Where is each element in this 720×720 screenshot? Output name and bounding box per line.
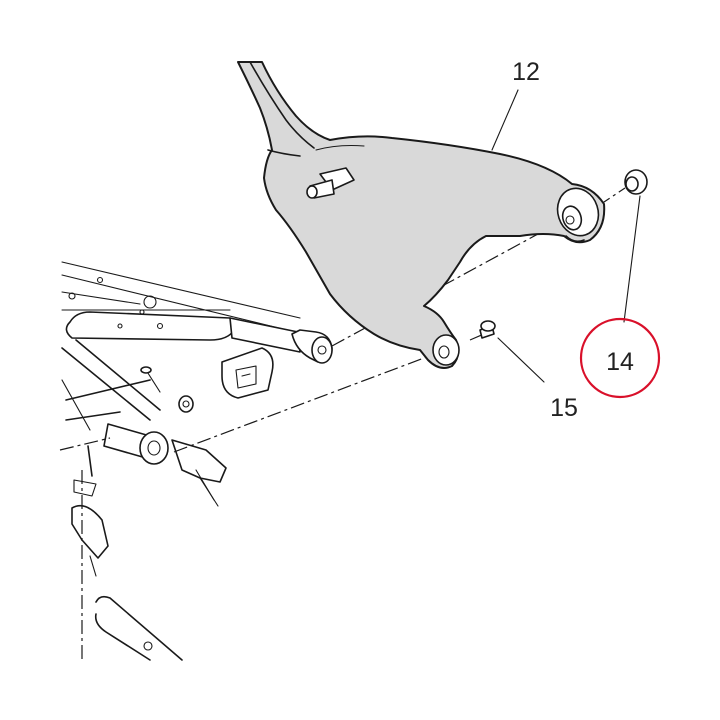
callout-14: 14 (606, 348, 634, 376)
chassis-frame (61, 261, 333, 661)
leader-15 (497, 337, 545, 383)
leader-lines (491, 89, 641, 383)
part-12-bracket (237, 61, 606, 369)
leader-14 (623, 195, 641, 323)
highlight-circle (579, 317, 661, 399)
part-14-washer (624, 169, 648, 195)
callout-12: 12 (512, 58, 540, 86)
leader-12 (491, 89, 519, 151)
callout-15: 15 (550, 394, 578, 422)
part-15-screw (479, 320, 496, 339)
